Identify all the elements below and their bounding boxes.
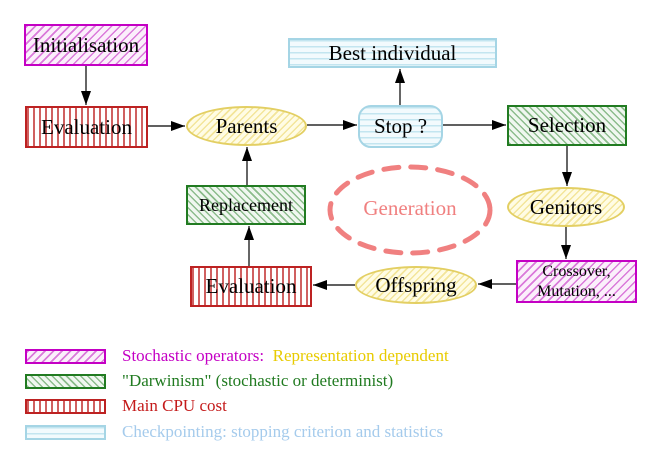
node-offspring-label: Offspring xyxy=(375,272,457,297)
legend-row-stochastic-operators: Stochastic operators: Representation dep… xyxy=(25,346,449,366)
node-best-individual-label: Best individual xyxy=(328,40,457,65)
generation-dashed-ellipse xyxy=(327,164,493,256)
legend-row-darwinism: "Darwinism" (stochastic or determinist) xyxy=(25,371,393,391)
legend-swatch-red-vertical-stripes xyxy=(25,398,106,414)
legend-label-representation-dependent-text: Representation dependent xyxy=(272,346,449,365)
legend-row-checkpointing: Checkpointing: stopping criterion and st… xyxy=(25,422,443,442)
node-replacement-label: Replacement xyxy=(199,194,293,215)
node-parents-label: Parents xyxy=(215,113,278,138)
node-evaluation-top-label: Evaluation xyxy=(41,114,132,139)
node-selection: Selection xyxy=(507,105,627,146)
legend-row-main-cpu-cost: Main CPU cost xyxy=(25,396,227,416)
node-initialisation: Initialisation xyxy=(24,24,148,66)
node-evaluation-top: Evaluation xyxy=(25,106,148,148)
node-initialisation-label: Initialisation xyxy=(32,32,140,57)
node-stop-label: Stop ? xyxy=(373,114,428,139)
legend-label-checkpointing: Checkpointing: stopping criterion and st… xyxy=(122,422,444,441)
node-best-individual: Best individual xyxy=(288,38,497,68)
node-crossover-label-line1: Crossover, xyxy=(542,262,611,280)
node-genitors: Genitors xyxy=(507,187,625,227)
legend-label-main-cpu-cost: Main CPU cost xyxy=(122,396,227,415)
generation-label: Generation xyxy=(363,196,457,220)
node-evaluation-bottom-label: Evaluation xyxy=(205,274,297,299)
node-crossover-label-line2: Mutation, ... xyxy=(537,282,616,300)
node-offspring: Offspring xyxy=(355,266,477,304)
node-stop: Stop ? xyxy=(358,105,443,148)
node-evaluation-bottom: Evaluation xyxy=(190,266,312,307)
legend-label-darwinism: "Darwinism" (stochastic or determinist) xyxy=(122,371,394,390)
node-genitors-label: Genitors xyxy=(529,194,603,219)
legend-swatch-green-diagonal-hatch xyxy=(25,373,106,389)
node-crossover-mutation: Crossover, Mutation, ... xyxy=(516,260,637,303)
node-selection-label: Selection xyxy=(527,113,607,138)
node-replacement: Replacement xyxy=(186,185,306,225)
legend-label-stochastic-operators: Stochastic operators: Representation dep… xyxy=(122,346,449,366)
node-parents: Parents xyxy=(186,106,307,146)
legend-swatch-magenta-diagonal-hatch xyxy=(25,348,106,364)
legend-label-stochastic-operators-text: Stochastic operators: xyxy=(122,346,265,365)
legend-swatch-cyan-horizontal-stripes xyxy=(25,424,106,440)
